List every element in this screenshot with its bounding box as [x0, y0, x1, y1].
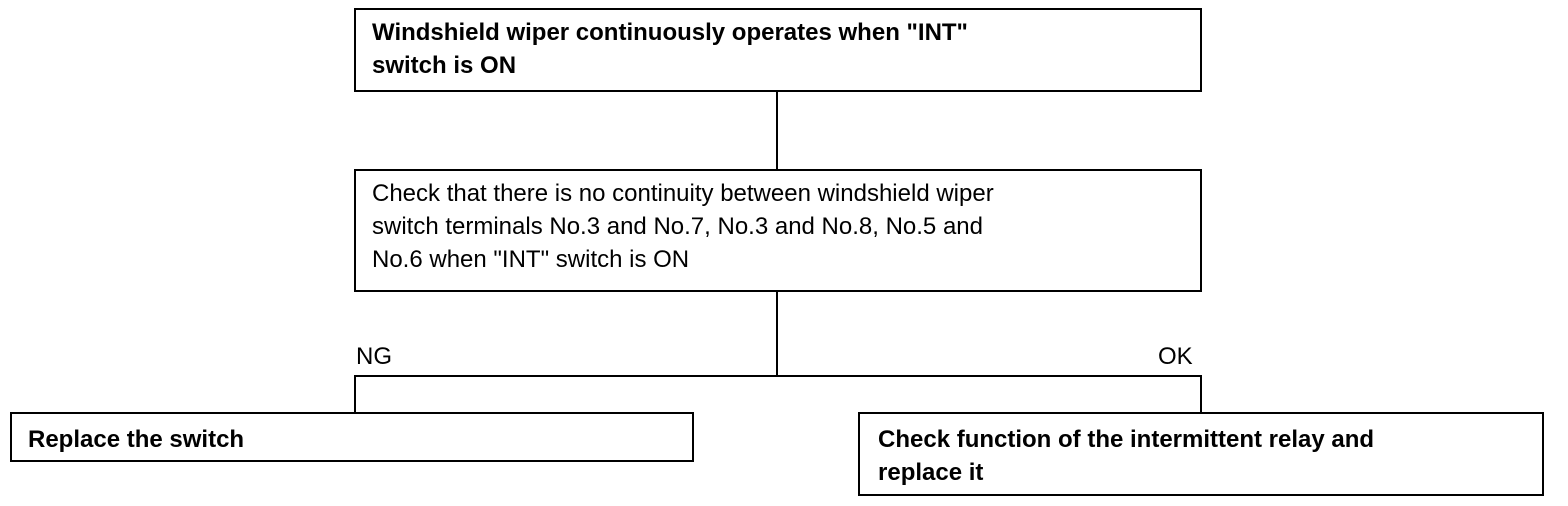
check-text-line-3: No.6 when "INT" switch is ON — [372, 246, 690, 273]
ng-label: NG — [356, 343, 392, 370]
ok-action-text-line-2: replace it — [878, 459, 984, 486]
connector-ok-branch — [1200, 375, 1202, 412]
ng-action-text: Replace the switch — [28, 426, 245, 453]
symptom-text-line-2: switch is ON — [372, 52, 517, 79]
branch-horizontal-line — [354, 375, 1202, 377]
ng-action-box: Replace the switch — [10, 412, 694, 462]
connector-symptom-to-check — [776, 92, 778, 169]
ok-action-box: Check function of the intermittent relay… — [858, 412, 1544, 496]
check-text-line-2: switch terminals No.3 and No.7, No.3 and… — [372, 213, 983, 240]
connector-ng-branch — [354, 375, 356, 412]
check-box: Check that there is no continuity betwee… — [354, 169, 1202, 292]
check-text-line-1: Check that there is no continuity betwee… — [372, 180, 994, 207]
ok-action-text-line-1: Check function of the intermittent relay… — [878, 426, 1375, 453]
symptom-text-line-1: Windshield wiper continuously operates w… — [372, 19, 968, 46]
connector-check-to-branch — [776, 292, 778, 377]
symptom-box: Windshield wiper continuously operates w… — [354, 8, 1202, 92]
ok-label: OK — [1158, 343, 1193, 370]
